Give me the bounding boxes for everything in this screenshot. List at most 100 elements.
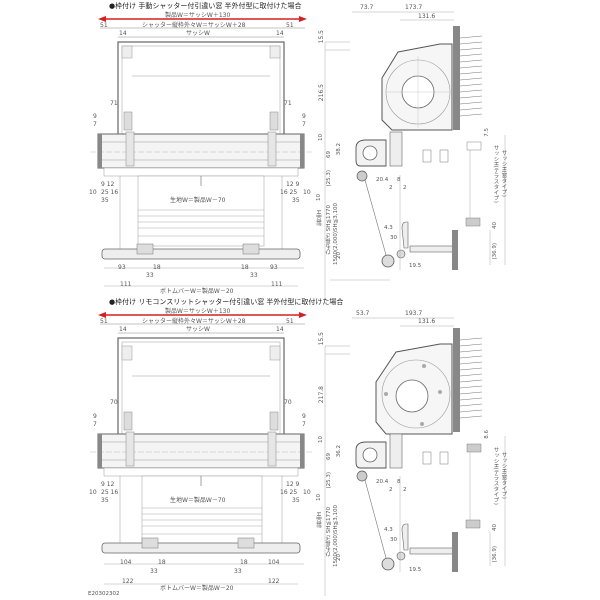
- section-dim-top-mid: 193.7: [405, 310, 423, 317]
- section-dim-20: 20: [336, 554, 342, 561]
- section-dim-40: 40: [492, 222, 498, 229]
- dim-9-left: 9: [93, 113, 97, 120]
- left-offsets-row2b: 25 16: [101, 189, 119, 196]
- right-offsets-row1: 12 9: [286, 481, 300, 488]
- section-dim-top-left: 73.7: [360, 4, 374, 11]
- bottom-dim-left-111: 111: [120, 281, 132, 288]
- product-height-label: 製品H: [317, 210, 323, 226]
- bottom-dim-left-33: 33: [146, 272, 154, 279]
- section-dim-box-height: 216.5: [318, 84, 325, 102]
- sash-height-terrace-label: サッシH(テラスタイプ): [492, 145, 499, 203]
- section-dim-4-3: 4.3: [384, 527, 393, 533]
- cord-length-note-1: ひも長さ SH≦1770: [326, 205, 332, 255]
- dim-7-right: 7: [302, 121, 306, 128]
- section-dim-36-9: (36.9): [492, 546, 498, 563]
- section-dim-30: 30: [390, 235, 397, 241]
- section-dim-10-side: 10: [316, 194, 322, 201]
- left-offsets-row2a: 10: [89, 189, 97, 196]
- section-dim-top-inner: 131.6: [418, 318, 436, 325]
- bottom-dim-left-33: 33: [150, 568, 158, 575]
- dim-70-right: 70: [284, 399, 292, 406]
- section-dim-20: 20: [336, 252, 342, 259]
- product-width-label: 製品W＝サッシW＋130: [165, 308, 231, 315]
- bottom-dim-right-122: 122: [268, 578, 280, 585]
- bottom-dim-left-18: 18: [158, 559, 166, 566]
- sash-height-terrace-label: サッシH(テラスタイプ): [492, 447, 499, 505]
- right-offsets-row3: 35: [292, 197, 300, 204]
- fabric-width-label: 生地W＝製品W－70: [170, 497, 226, 504]
- section-dim-25-3: (25.3): [326, 170, 332, 187]
- section-dim-40: 40: [492, 524, 498, 531]
- bottom-bar-width-label: ボトムバーW＝製品W－20: [160, 585, 234, 592]
- section-dim-38-2: 38.2: [336, 143, 342, 156]
- dim-51-left: 51: [100, 22, 108, 29]
- right-offsets-row2b: 10: [303, 489, 311, 496]
- section-dim-36-9: (36.9): [492, 243, 498, 260]
- section-dim-25-3: (25.3): [326, 472, 332, 489]
- bottom-dim-right-outer: 93: [270, 264, 278, 271]
- section-dim-2b: 2: [403, 487, 407, 493]
- section-dim-2b: 2: [403, 185, 407, 191]
- bottom-dim-right-18: 18: [241, 264, 249, 271]
- dim-14-left: 14: [119, 30, 127, 37]
- cord-length-note-1: ひも長さ SH≦1770: [326, 507, 332, 557]
- bottom-dim-right-outer: 104: [268, 559, 280, 566]
- section-dim-8: 8: [397, 479, 401, 485]
- panel1-drawing: [90, 11, 506, 300]
- sash-height-window-label: サッシH(窓タイプ): [500, 150, 507, 197]
- dim-14-left: 14: [119, 326, 127, 333]
- left-offsets-row2a: 10: [89, 489, 97, 496]
- section-dim-36-2: 36.2: [336, 445, 342, 458]
- section-dim-10: 10: [318, 436, 324, 443]
- bottom-dim-right-33: 33: [234, 568, 242, 575]
- section-dim-2a: 2: [389, 487, 393, 493]
- product-width-label: 製品W＝サッシW＋130: [165, 12, 231, 19]
- section-dim-4-3: 4.3: [384, 225, 393, 231]
- section-dim-19-5: 19.5: [409, 263, 422, 269]
- frame-width-label: シャッター縦枠外々W＝サッシW＋28: [142, 22, 246, 29]
- left-offsets-row1: 9 12: [101, 481, 115, 488]
- bottom-dim-right-33: 33: [250, 272, 258, 279]
- panel-title: ●枠付け 手動シャッター付引違い窓 半外付型に取付けた場合: [109, 2, 302, 10]
- section-dim-top-left: 53.7: [356, 310, 370, 317]
- section-dim-19-5: 19.5: [409, 567, 422, 573]
- fabric-width-label: 生地W＝製品W－70: [170, 197, 226, 204]
- dim-9-right: 9: [302, 413, 306, 420]
- panel-manual-shutter: ●枠付け 手動シャッター付引違い窓 半外付型に取付けた場合 製品W＝サッシW＋1…: [89, 2, 507, 300]
- right-offsets-row2a: 16 25: [280, 189, 298, 196]
- section-dim-8-6: 8.6: [484, 430, 490, 439]
- dim-14-right: 14: [276, 326, 284, 333]
- dim-71-right: 71: [284, 100, 292, 107]
- bottom-dim-right-18: 18: [240, 559, 248, 566]
- right-offsets-row3: 35: [292, 497, 300, 504]
- section-dim-20-4: 20.4: [376, 177, 389, 183]
- dim-51-right: 51: [286, 22, 294, 29]
- bottom-bar-width-label: ボトムバーW＝製品W－20: [160, 288, 234, 295]
- section-dim-box-height: 217.8: [318, 386, 325, 404]
- section-dim-69: 69: [326, 151, 332, 158]
- left-offsets-row3: 35: [101, 197, 109, 204]
- dim-9-left: 9: [93, 413, 97, 420]
- bottom-dim-left-18: 18: [153, 264, 161, 271]
- frame-width-label: シャッター縦枠外々W＝サッシW＋28: [142, 318, 246, 325]
- left-offsets-row1: 9 12: [101, 181, 115, 188]
- bottom-dim-left-outer: 93: [118, 264, 126, 271]
- section-dim-top-mid: 173.7: [405, 4, 423, 11]
- section-dim-15-5: 15.5: [318, 332, 325, 346]
- dim-14-right: 14: [276, 30, 284, 37]
- right-offsets-row2b: 10: [303, 189, 311, 196]
- section-dim-10: 10: [318, 134, 324, 141]
- dim-7-left: 7: [93, 121, 97, 128]
- section-dim-2a: 2: [389, 185, 393, 191]
- section-dim-20-4: 20.4: [376, 479, 389, 485]
- panel2-drawing: [90, 312, 506, 596]
- bottom-dim-left-122: 122: [122, 578, 134, 585]
- left-offsets-row3: 35: [101, 497, 109, 504]
- section-dim-10-side: 10: [316, 494, 322, 501]
- bottom-dim-right-111: 111: [271, 281, 283, 288]
- dim-9-right: 9: [302, 113, 306, 120]
- sash-width-label: サッシW: [186, 326, 210, 333]
- section-dim-8: 8: [397, 177, 401, 183]
- dim-51-left: 51: [100, 318, 108, 325]
- dim-70-left: 70: [110, 399, 118, 406]
